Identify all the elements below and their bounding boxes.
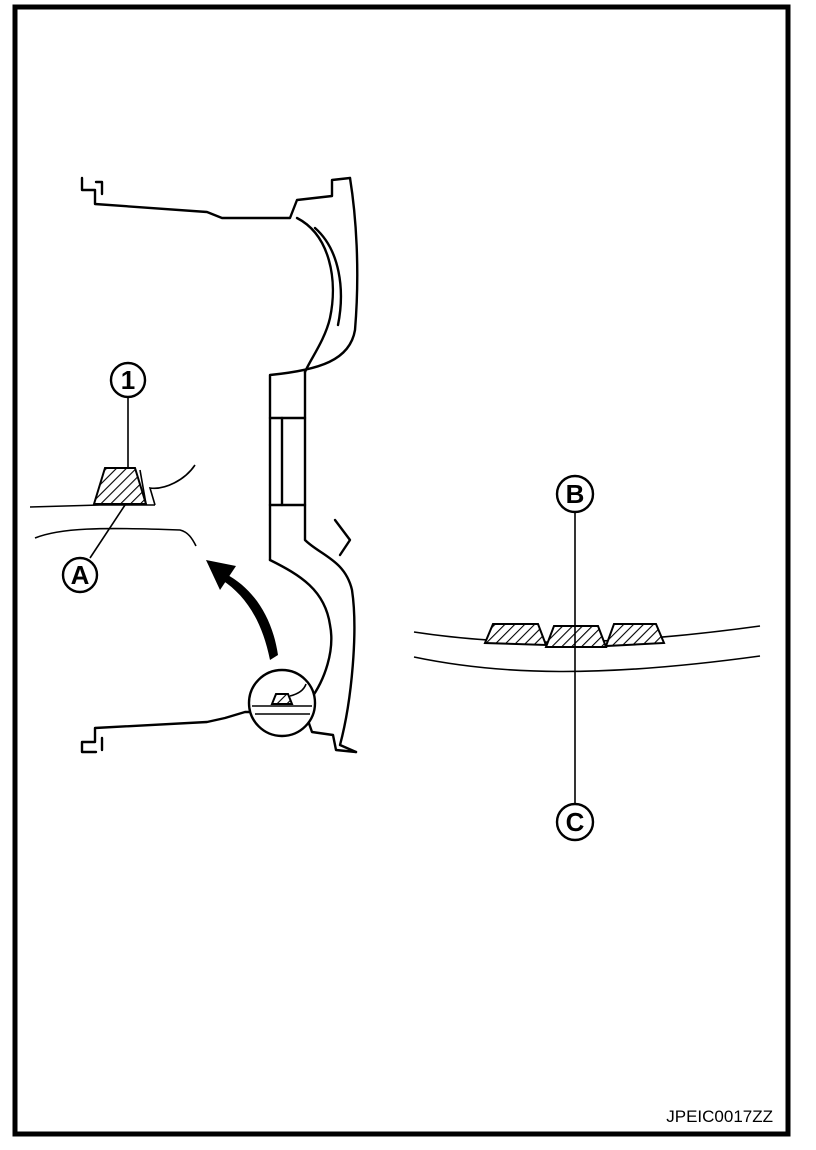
svg-text:A: A (71, 560, 90, 590)
detail-magnifier (247, 668, 317, 738)
svg-text:B: B (566, 479, 585, 509)
left-detail-view (29, 398, 197, 559)
weight-segment-3 (604, 623, 666, 648)
figure-frame (12, 4, 791, 1137)
callout-1: 1 (109, 361, 147, 399)
wheel-cross-section (80, 176, 359, 754)
callout-a: A (61, 556, 99, 594)
right-detail-view (413, 512, 761, 804)
weight-segment-1 (483, 623, 548, 647)
svg-text:C: C (566, 807, 585, 837)
svg-text:1: 1 (121, 365, 135, 395)
image-code: JPEIC0017ZZ (666, 1107, 773, 1126)
curved-arrow-icon (206, 560, 278, 660)
wheel-weight-hatched (92, 467, 148, 505)
callout-c: C (555, 802, 595, 842)
weight-segment-2 (544, 625, 608, 648)
callout-b: B (555, 474, 595, 514)
